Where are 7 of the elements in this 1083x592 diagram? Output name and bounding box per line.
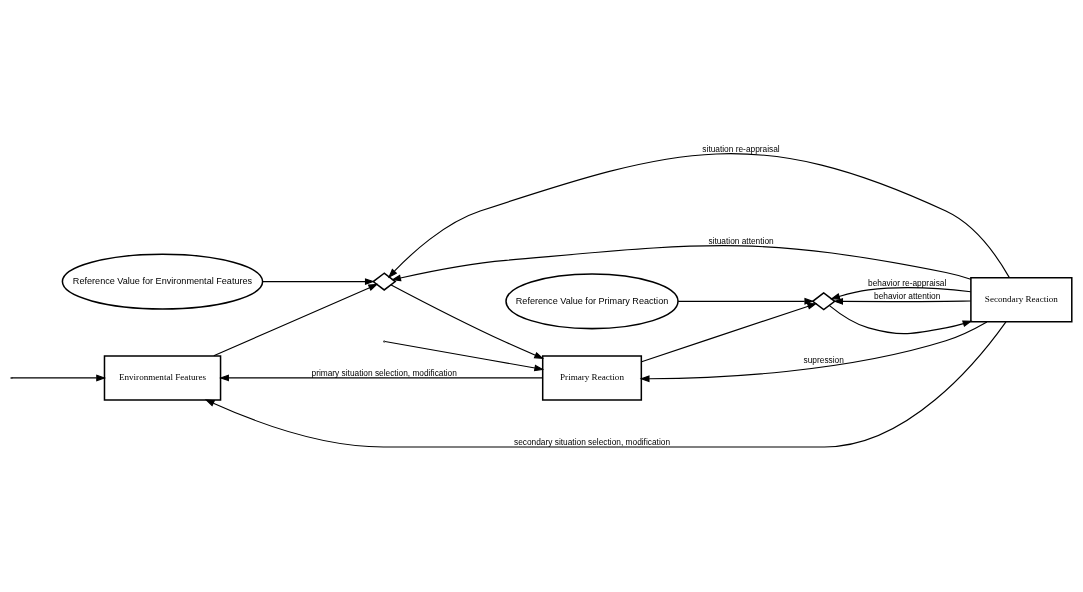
edge-label: behavior re-appraisal <box>868 277 947 288</box>
edge-label: supression <box>803 354 844 365</box>
edge-label: situation re-appraisal <box>702 143 780 154</box>
edge-label: behavior attention <box>874 290 941 301</box>
edge-label: situation attention <box>708 235 774 246</box>
edge-label: primary situation selection, modification <box>311 367 457 378</box>
edge-label: secondary situation selection, modification <box>514 436 671 447</box>
